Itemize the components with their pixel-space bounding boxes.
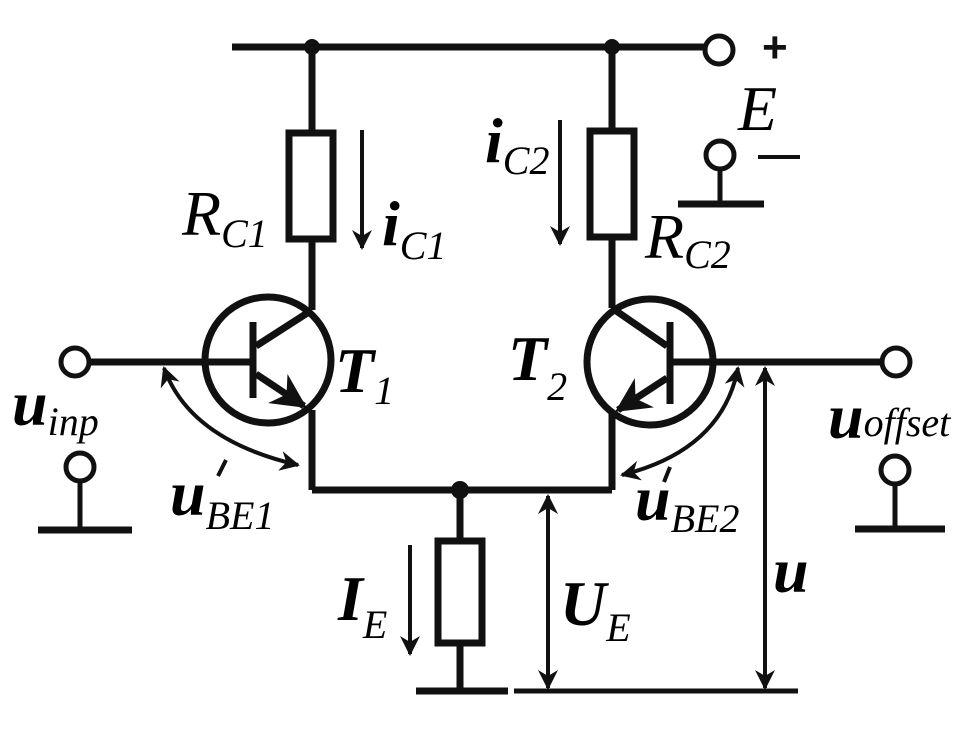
uoffset-label: uoffset <box>828 381 951 452</box>
transistor-t2 <box>583 295 717 490</box>
resistor-rc2 <box>586 127 638 241</box>
ube1-tick <box>216 459 228 477</box>
rc1-branch <box>285 47 337 310</box>
offset-ground-terminal <box>878 453 912 487</box>
supply-minus-terminal <box>703 138 737 172</box>
rc1-label: RC1 <box>181 178 268 256</box>
ube2-tick <box>662 466 672 483</box>
rc2-label: RC2 <box>644 201 731 277</box>
plus-sign: + <box>762 23 788 72</box>
ic2-label: iC2 <box>485 105 549 183</box>
ic1-label: iC1 <box>382 188 446 268</box>
u-label: u <box>773 535 809 606</box>
supply-plus-terminal <box>702 33 736 67</box>
offset-terminal <box>879 345 913 379</box>
ie-label: IE <box>337 563 387 647</box>
input-ground-terminal <box>63 450 97 484</box>
ube2-label: uBE2 <box>635 463 739 541</box>
t1-collector <box>254 307 314 349</box>
input-terminal <box>58 345 92 379</box>
emitter-node <box>312 481 612 695</box>
ube1-arc-arrow <box>160 366 300 471</box>
ube2-arc-arrow <box>620 366 745 481</box>
t1-label: T1 <box>335 335 394 413</box>
t2-emitter <box>615 375 669 413</box>
ue-label: UE <box>560 568 631 650</box>
rc2-branch <box>586 47 638 308</box>
resistor-rc1 <box>285 129 337 243</box>
t1-emitter <box>254 371 307 409</box>
resistor-re <box>434 537 486 647</box>
supply-rail <box>232 39 705 55</box>
supply-voltage-label: E <box>737 73 777 144</box>
t2-label: T2 <box>508 323 567 409</box>
uinp-label: uinp <box>12 368 99 444</box>
t2-collector <box>610 305 669 349</box>
ube1-label: uBE1 <box>170 458 274 538</box>
